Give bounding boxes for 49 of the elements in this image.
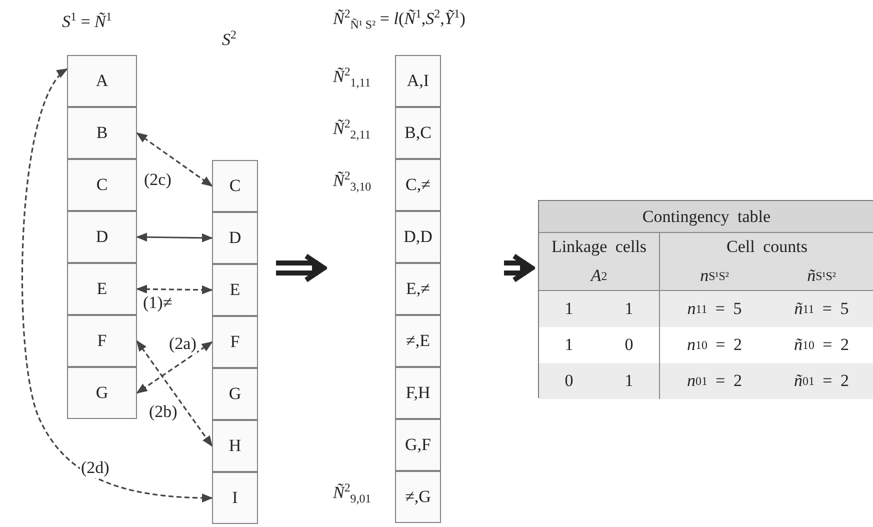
record-cell: ≠,G <box>395 471 441 523</box>
record-cell: D <box>67 211 137 263</box>
dashed-arrow <box>136 341 213 394</box>
dashed-arrow <box>136 340 213 447</box>
column-heading: S$^{1}$ = Ñ$^{1}$ <box>62 12 112 32</box>
record-cell: A <box>67 55 137 107</box>
table-cell: Cell counts <box>659 233 873 261</box>
record-cell: E,≠ <box>395 263 441 315</box>
dashed-arrow <box>136 132 213 187</box>
table-cell: 1 <box>539 327 599 363</box>
record-cell: G <box>67 367 137 419</box>
record-cell: C <box>67 159 137 211</box>
record-cell: D <box>212 212 258 264</box>
table-cell: 1 <box>539 291 599 327</box>
record-cell: G <box>212 368 258 420</box>
record-cell: G,F <box>395 419 441 471</box>
dashed-arrow <box>136 284 214 294</box>
table-cell: 1 <box>599 363 659 399</box>
record-cell: B,C <box>395 107 441 159</box>
record-cell: C <box>212 160 258 212</box>
table-cell: Contingency table <box>539 201 873 233</box>
edge-label: (2d) <box>80 458 110 478</box>
table-cell: 0 <box>599 327 659 363</box>
record-cell: F,H <box>395 367 441 419</box>
edge-label: (2a) <box>168 334 198 354</box>
column-heading: Ñ$^{2}$$_{Ñ¹ S²}$ = l(Ñ$^{1}$,S$^{2}$,Ỹ$^{1}$) <box>333 9 466 29</box>
table-cell: Linkage cells <box>539 233 659 261</box>
record-cell: ≠,E <box>395 315 441 367</box>
record-cell: H <box>212 420 258 472</box>
edge-label: (2b) <box>148 402 178 422</box>
implies-arrow <box>274 254 326 282</box>
record-cell: I <box>212 472 258 524</box>
dashed-arrow <box>21 68 214 502</box>
implies-arrow <box>502 254 534 282</box>
arrow <box>136 232 214 242</box>
table-cell: 1 <box>599 291 659 327</box>
record-cell: E <box>67 263 137 315</box>
record-cell: B <box>67 107 137 159</box>
record-cell: A,I <box>395 55 441 107</box>
edge-label: (2c) <box>143 170 172 190</box>
column-heading: S$^{2}$ <box>222 30 236 50</box>
record-cell: D,D <box>395 211 441 263</box>
record-cell: E <box>212 264 258 316</box>
record-cell: F <box>212 316 258 368</box>
record-cell: F <box>67 315 137 367</box>
record-cell: C,≠ <box>395 159 441 211</box>
table-cell: 0 <box>539 363 599 399</box>
contingency-table <box>538 200 873 398</box>
edge-label: (1)≠ <box>142 293 174 313</box>
